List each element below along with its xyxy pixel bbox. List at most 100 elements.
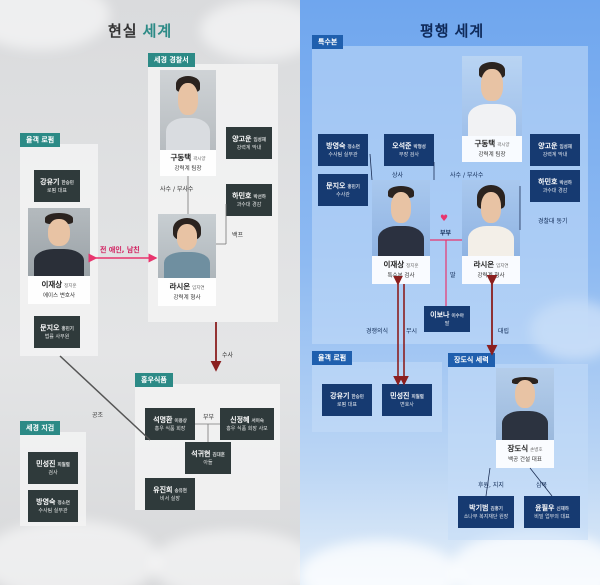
person-name: 이재상 (383, 260, 405, 269)
label-sponsor: 후원, 지지 (478, 482, 504, 489)
person-role: 홍우 식품 회장 사모 (226, 425, 268, 432)
person-name: 방영숙 (326, 141, 346, 150)
actor-name: 이용상 (174, 418, 187, 424)
label-spouse-p: 부부 (440, 230, 452, 237)
actor-name: 홍민기 (347, 184, 360, 190)
actor-name: 정지훈 (406, 264, 419, 269)
cloud-decoration (0, 520, 160, 585)
person-role: 강력계 팀장 (478, 152, 506, 158)
label-trust: 심복 (536, 482, 548, 489)
label-daughter-of: 딸 (450, 272, 456, 279)
label-collab: 공조 (92, 412, 104, 419)
label-rival: 경쟁의식 (366, 328, 389, 335)
title-accent: 세계 (142, 22, 173, 40)
actor-name: 박선하 (559, 180, 572, 186)
person-role: 부장 검사 (399, 151, 419, 158)
actor-name: 김홍기 (490, 506, 503, 512)
person-role: 딸 (444, 320, 450, 327)
special-hq-tab: 특수본 (312, 35, 344, 49)
trust-line (529, 467, 553, 497)
person-name: 강유기 (40, 177, 60, 186)
person-role: 변호사 (400, 401, 414, 408)
person-name: 민성진 (36, 459, 56, 468)
actor-name: 박형성 (413, 144, 426, 150)
actor-name: 박선하 (253, 194, 266, 200)
person-name: 양고운 (232, 134, 252, 143)
person-name: 윤필우 (535, 503, 555, 512)
actor-name: 임지연 (496, 264, 509, 269)
person-role: 강력계 막내 (236, 144, 262, 151)
person-name: 양고운 (538, 141, 558, 150)
title-accent: 세계 (454, 22, 485, 40)
actor-name: 한승민 (351, 394, 364, 400)
person-name: 방영숙 (36, 497, 56, 506)
person-name: 석명환 (153, 415, 173, 424)
actor-name: 신재하 (556, 506, 569, 512)
label-disdain: 무시 (406, 328, 418, 335)
person-role: 과수대 경감 (236, 201, 262, 208)
actor-name: 정소연 (57, 500, 70, 506)
label-boss: 상사 (392, 172, 404, 179)
portrait-lee-jaesang-p (372, 180, 430, 256)
person-name: 오석준 (392, 141, 412, 150)
portrait-ra-sion-p (462, 180, 520, 256)
actor-name: 김대훈 (212, 452, 225, 458)
actor-name: 곽시양 (193, 157, 206, 162)
person-name: 강유기 (330, 391, 350, 400)
label-couple: 전 애인, 남친 (100, 246, 140, 254)
person-name: 하민호 (232, 191, 252, 200)
police-group-tab: 세경 경찰서 (148, 53, 195, 67)
food-group-tab: 홍우식품 (135, 373, 173, 387)
person-role: 검사 (48, 469, 58, 476)
actor-name: 손병호 (530, 448, 543, 453)
label-investigate: 수사 (222, 352, 234, 359)
person-name: 유진희 (153, 485, 173, 494)
person-role: 비서 실장 (160, 495, 180, 502)
person-role: 수사팀 실무관 (328, 151, 358, 158)
person-role: 강력계 형사 (173, 295, 201, 301)
person-role: 비밀 업무의 대표 (534, 513, 570, 520)
person-role: 백공 건설 대표 (508, 457, 542, 463)
person-role: 로펌 대표 (337, 401, 357, 408)
person-name: 문지오 (40, 323, 60, 332)
portrait-ra-sion (158, 214, 216, 278)
title-text: 현실 (108, 22, 138, 40)
person-name: 라시온 (473, 260, 495, 269)
label-back: 백프 (232, 232, 244, 239)
person-role: 수사팀 실무관 (38, 507, 68, 514)
portrait-jang-dosik (496, 368, 554, 440)
actor-name: 피월렬 (411, 394, 424, 400)
title-text: 평행 (420, 22, 450, 40)
portrait-gu-dongtaek-p (462, 56, 522, 136)
jang-faction-tab: 장도식 세력 (448, 353, 495, 367)
person-name: 신정혜 (230, 415, 250, 424)
lawfirm-group-tab: 율객 로펌 (20, 133, 61, 147)
portrait-lee-jaesang (28, 208, 90, 276)
actor-name: 서이숙 (251, 418, 264, 424)
portrait-gu-dongtaek (160, 70, 216, 150)
actor-name: 이수아 (451, 313, 464, 319)
person-role: 에이스 변호사 (42, 293, 76, 299)
person-name: 이보나 (430, 310, 450, 319)
